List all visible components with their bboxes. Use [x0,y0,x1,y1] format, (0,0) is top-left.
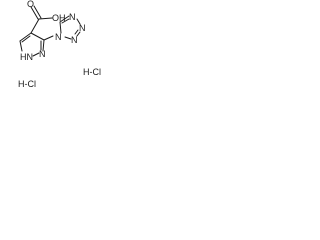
atom-o: O [27,0,34,9]
bond-tz-n2-n1 [64,36,72,40]
bond-tz-n3-n2-inner [74,29,79,35]
bond-c4-c5 [19,32,32,42]
bond-tz-n3-n2 [76,31,81,37]
bond-c3-tetrazole [43,35,54,41]
bond-carbonyl-a [30,6,39,20]
bond-tz-n4-n3 [76,18,81,25]
bond-tz-n1-c5 [59,21,62,34]
bond-carbonyl-b [33,5,42,19]
bond-c3-c4 [30,32,45,41]
bond-tz-c5-n4-inner [61,18,70,24]
atom-n-tetrazole-3: N [79,23,86,33]
salt-hcl-2: H-Cl [18,79,36,89]
atom-n-tetrazole-1: N [55,32,62,42]
bond-c4-carboxyl [30,18,40,34]
atom-oh: OH [52,13,66,23]
atom-n-tetrazole-2: N [71,35,78,45]
atom-n-pyrazole: N [39,49,46,59]
bond-c-oh [38,17,53,20]
bond-n1-n2 [32,52,40,57]
bond-tz-c5-n4 [59,15,70,23]
atom-n-tetrazole-4: N [69,12,76,22]
bond-c4-c5-inner [21,35,31,43]
bond-n2-c3 [42,39,45,52]
atom-hn: HN [20,52,33,62]
salt-hcl-1: H-Cl [83,67,101,77]
bond-c5-n1 [19,40,23,52]
chemical-structure: OH O HN N N N N N H-Cl H-Cl [18,0,101,89]
